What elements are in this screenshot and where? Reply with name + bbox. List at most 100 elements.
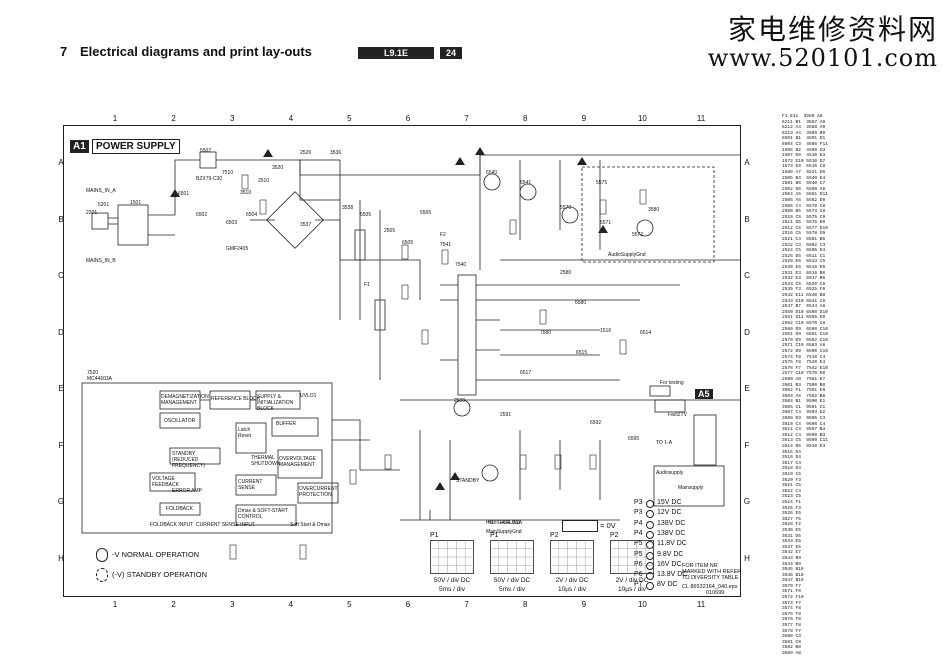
zero-v-symbol	[562, 520, 598, 532]
component-ref: 6502	[196, 212, 208, 218]
component-ref: 5505	[360, 212, 372, 218]
row-letter: B	[744, 214, 750, 224]
component-ref: 5502	[200, 148, 212, 154]
row-letter: D	[744, 327, 750, 337]
voltage-value: 16V DC	[657, 560, 682, 568]
column-number: 1	[112, 600, 118, 609]
waveform-timebase: 5ms / div	[498, 586, 525, 593]
component-ref: 2510	[258, 178, 270, 184]
column-number: 9	[581, 600, 587, 609]
voltage-probe-label: P3	[634, 499, 643, 506]
foldback-block: FOLDBACK	[166, 506, 193, 512]
row-letter: C	[744, 271, 750, 280]
signal-label: TO 1-A	[656, 440, 673, 446]
standby-op-symbol	[96, 568, 108, 582]
component-ref: 6514	[640, 330, 652, 336]
row-letter: A	[744, 158, 750, 167]
column-number: 7	[464, 114, 469, 123]
voltage-probe-label: P4	[634, 519, 643, 527]
chassis-badge: L9.1E	[358, 47, 434, 59]
component-ref: 7580	[540, 330, 552, 336]
component-ref: 2505	[384, 228, 396, 234]
component-ref: 3537	[300, 222, 312, 228]
page-title: Electrical diagrams and print lay-outs	[80, 44, 312, 59]
column-number: 4	[288, 114, 294, 123]
signal-label: AudioSupplyGnd	[608, 252, 646, 258]
row-letter: H	[744, 553, 750, 563]
column-number: 10	[637, 114, 647, 123]
uvlo-block: UVLO1	[300, 393, 317, 399]
supply-init-block: SUPPLY & INITIALIZATION BLOCK	[257, 394, 294, 412]
legend-normal-op: -V NORMAL OPERATION	[112, 550, 200, 559]
row-letter: G	[743, 497, 751, 506]
legend-zero-v: = 0V	[600, 521, 616, 530]
column-number: 9	[581, 114, 587, 123]
voltage-probe-label: P7	[634, 581, 643, 589]
voltage-value: 13.8V DC	[657, 571, 688, 579]
component-ref: 2590	[454, 398, 466, 404]
current-sense-input-label: CURRENT SENSE INPUT	[196, 522, 256, 528]
connector-badge: A5	[695, 389, 713, 399]
component-ref: 6595	[628, 436, 640, 442]
component-ref: 6540	[486, 170, 498, 176]
diagram-title: POWER SUPPLY	[92, 139, 180, 154]
soft-start-block: Dmax & SOFT-START CONTROL	[238, 508, 288, 520]
component-ref: 3510	[240, 190, 252, 196]
waveform-scale: 2V / div DC	[615, 577, 649, 584]
column-number: 7	[464, 600, 469, 609]
voltage-feedback-block: VOLTAGE FEEDBACK	[152, 476, 179, 488]
signal-label: F2	[440, 232, 446, 238]
column-number: 6	[405, 600, 411, 609]
voltage-value: 8V DC	[657, 581, 678, 589]
row-letter: H	[58, 553, 64, 563]
mains-connector	[91, 212, 109, 230]
component-ref: 5575	[596, 180, 608, 186]
watermark-url: www.520101.com	[707, 44, 938, 72]
row-letter: F	[58, 440, 64, 450]
page-number: 24	[440, 47, 462, 59]
row-letter: C	[58, 271, 64, 280]
component-ref: 6503	[226, 220, 238, 226]
signal-label: Fact2TV	[668, 412, 687, 418]
voltage-value: 12V DC	[657, 509, 682, 517]
column-number: 11	[696, 114, 706, 123]
probe-marker	[646, 530, 654, 539]
column-number: 8	[522, 114, 528, 123]
component-ref: 6505	[402, 240, 414, 246]
component-ref: 5565	[420, 210, 432, 216]
row-letter: E	[58, 384, 64, 393]
watermark-chinese: 家电维修资料网	[727, 13, 938, 46]
signal-label: MainSupplyGnd	[486, 529, 522, 535]
signal-label: BZX79-C30	[196, 176, 223, 182]
diagram-frame	[63, 125, 741, 597]
component-ref: 7541	[440, 242, 452, 248]
row-letter: E	[744, 384, 750, 393]
signal-label: MAINS_IN_A	[86, 188, 116, 194]
parts-list: F1 E11 3580 A8 6211 B1 3587 A9 6212 A4 3…	[782, 114, 828, 656]
probe-marker	[646, 572, 654, 581]
component-ref: 6515	[576, 350, 588, 356]
voltage-probe-label: P5	[634, 550, 643, 558]
component-ref: 5571	[600, 220, 612, 226]
foldback-input-label: FOLDBACK INPUT	[150, 522, 194, 528]
column-number: 5	[347, 114, 352, 123]
signal-label: F1	[364, 282, 370, 288]
mains-filter	[117, 204, 149, 246]
waveform-probe: P1	[490, 532, 499, 539]
probe-marker	[646, 510, 654, 519]
latch-block: Latch Reset	[238, 427, 252, 439]
doc-code: CL 86532164_040.eps	[682, 584, 738, 590]
demag-block: DEMAGNETIZATION MANAGEMENT	[161, 394, 209, 406]
column-number: 3	[229, 600, 235, 609]
ic-ref: 7520	[87, 370, 99, 376]
waveform-probe: P2	[610, 532, 619, 539]
component-ref: 6504	[246, 212, 258, 218]
signal-label: MAINS_IN_B	[86, 258, 116, 264]
thermal-block: THERMAL SHUTDOWN	[251, 455, 281, 467]
voltage-value: 9.8V DC	[657, 550, 684, 558]
component-ref: 6541	[520, 180, 532, 186]
waveform-grid	[430, 540, 474, 574]
row-letter: A	[58, 158, 64, 167]
column-number: 8	[522, 600, 528, 609]
